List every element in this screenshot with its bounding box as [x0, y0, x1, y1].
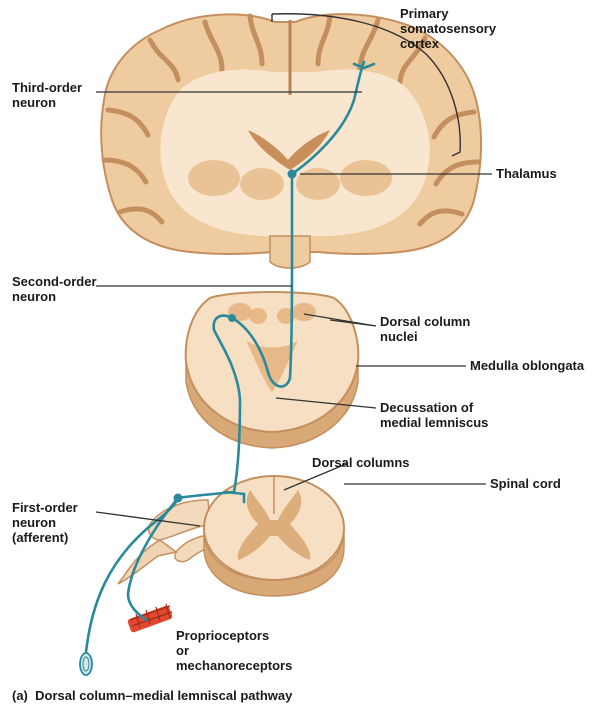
label-line: Second-order: [12, 274, 97, 289]
mechanoreceptor-capsule: [80, 653, 92, 675]
label-line: neuron: [12, 289, 97, 304]
label-line: First-order: [12, 500, 78, 515]
label-line: Thalamus: [496, 166, 557, 181]
label-line: Dorsal columns: [312, 455, 410, 470]
thalamus-neuron-soma: [288, 170, 297, 179]
label-medulla-oblongata: Medulla oblongata: [470, 358, 584, 373]
label-line: somatosensory: [400, 21, 496, 36]
figure-caption: (a) Dorsal column–medial lemniscal pathw…: [12, 688, 292, 703]
label-line: or: [176, 643, 292, 658]
label-dorsal-column-nuclei: Dorsal column nuclei: [380, 314, 470, 344]
label-line: Decussation of: [380, 400, 488, 415]
label-decussation: Decussation of medial lemniscus: [380, 400, 488, 430]
label-line: mechanoreceptors: [176, 658, 292, 673]
nucleus-neuron-soma: [228, 314, 236, 322]
brainstem-stub: [270, 236, 310, 268]
label-line: medial lemniscus: [380, 415, 488, 430]
label-line: cortex: [400, 36, 496, 51]
label-line: neuron: [12, 95, 82, 110]
label-line: nuclei: [380, 329, 470, 344]
spinal-nerve: [118, 540, 176, 584]
label-third-order-neuron: Third-order neuron: [12, 80, 82, 110]
label-first-order-neuron: First-order neuron (afferent): [12, 500, 78, 545]
label-line: Third-order: [12, 80, 82, 95]
label-dorsal-columns: Dorsal columns: [312, 455, 410, 470]
ganglion-neuron-soma: [174, 494, 183, 503]
label-receptors: Proprioceptors or mechanoreceptors: [176, 628, 292, 673]
caption-text: Dorsal column–medial lemniscal pathway: [35, 688, 292, 703]
label-line: neuron: [12, 515, 78, 530]
label-line: Primary: [400, 6, 496, 21]
label-primary-somatosensory-cortex: Primary somatosensory cortex: [400, 6, 496, 51]
caption-marker: (a): [12, 688, 28, 703]
medulla-section: [186, 292, 359, 448]
label-second-order-neuron: Second-order neuron: [12, 274, 97, 304]
label-line: (afferent): [12, 530, 78, 545]
label-spinal-cord: Spinal cord: [490, 476, 561, 491]
label-line: Medulla oblongata: [470, 358, 584, 373]
label-thalamus: Thalamus: [496, 166, 557, 181]
label-line: Proprioceptors: [176, 628, 292, 643]
label-line: Dorsal column: [380, 314, 470, 329]
label-line: Spinal cord: [490, 476, 561, 491]
